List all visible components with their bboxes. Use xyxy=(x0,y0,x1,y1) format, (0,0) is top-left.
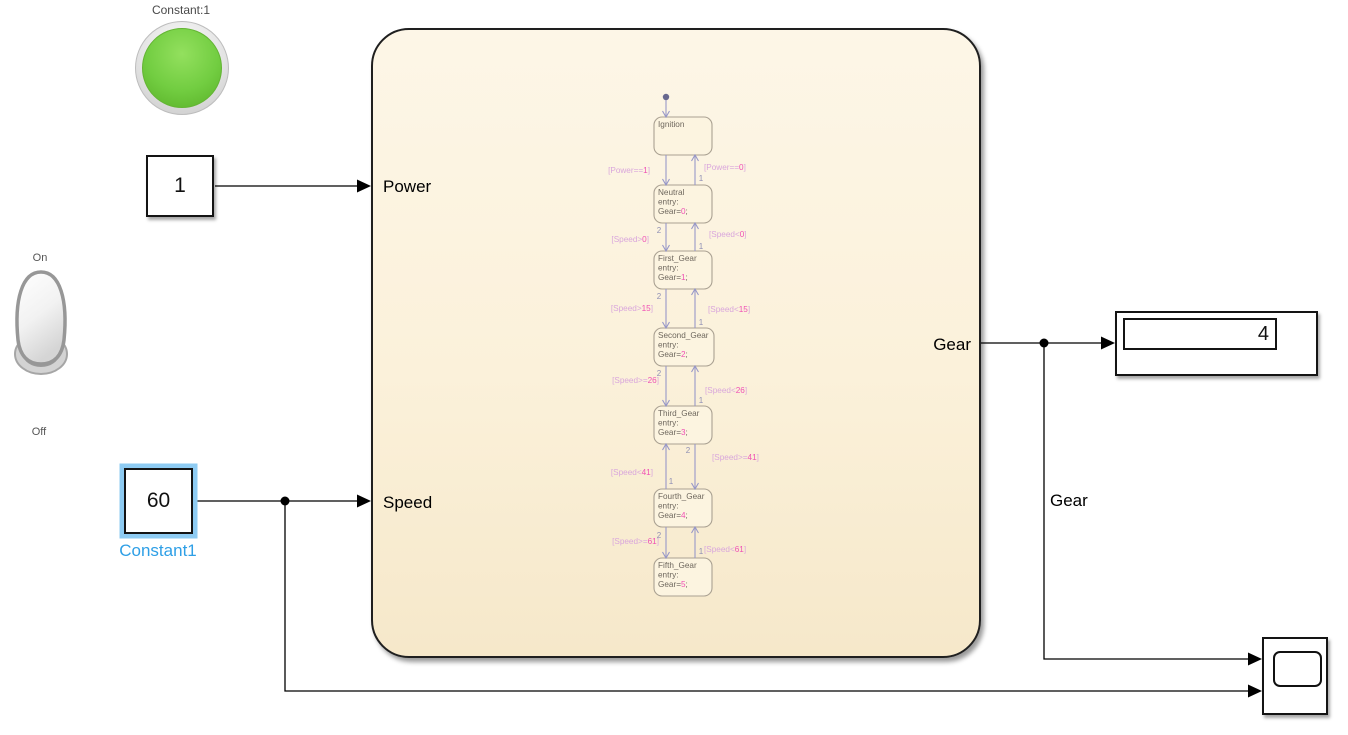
transition-order-badge: 2 xyxy=(657,226,662,235)
chart-input-port-speed: Speed xyxy=(383,493,433,512)
svg-text:Gear=2;: Gear=2; xyxy=(658,350,688,359)
chart-input-port-power: Power xyxy=(383,177,432,196)
transition-condition-label[interactable]: [Power==1] xyxy=(608,166,650,175)
svg-text:Gear=1;: Gear=1; xyxy=(658,273,688,282)
display-block[interactable]: 4 xyxy=(1115,311,1318,376)
transition-arrowhead xyxy=(691,364,699,373)
svg-text:entry:: entry: xyxy=(658,502,678,511)
transition-condition-label[interactable]: [Speed<0] xyxy=(709,230,747,239)
transition-arrowhead xyxy=(662,442,670,451)
transition-condition-label[interactable]: [Speed<61] xyxy=(704,545,746,554)
svg-text:Gear=0;: Gear=0; xyxy=(658,207,688,216)
transition-condition-label[interactable]: [Speed>=61] xyxy=(612,537,659,546)
transition-condition-label[interactable]: [Speed<15] xyxy=(708,305,750,314)
transition-arrowhead xyxy=(691,482,699,491)
svg-text:Gear=4;: Gear=4; xyxy=(658,511,688,520)
svg-text:Fourth_Gear: Fourth_Gear xyxy=(658,492,705,501)
lamp-indicator[interactable] xyxy=(135,21,229,115)
transition-arrowhead xyxy=(662,321,670,330)
svg-text:Gear=3;: Gear=3; xyxy=(658,428,688,437)
branch-dot-speed xyxy=(280,496,290,506)
arrowhead-speed-in xyxy=(357,494,371,508)
arrowhead-display-in xyxy=(1101,336,1115,350)
svg-text:Neutral: Neutral xyxy=(658,188,685,197)
transition-condition-label[interactable]: [Speed>15] xyxy=(611,304,653,313)
toggle-off-label: Off xyxy=(31,426,47,438)
transition-order-badge: 2 xyxy=(657,369,662,378)
svg-text:entry:: entry: xyxy=(658,264,678,273)
transition-arrowhead xyxy=(691,287,699,296)
state-ignition[interactable]: Ignition xyxy=(653,116,713,156)
transition-order-badge: 2 xyxy=(657,531,662,540)
constant-power-value: 1 xyxy=(174,174,186,197)
toggle-switch[interactable] xyxy=(12,266,70,382)
transition-order-badge: 1 xyxy=(699,242,704,251)
lamp-green-light xyxy=(142,28,222,108)
transition-order-badge: 1 xyxy=(699,318,704,327)
wire-speed-branch[interactable] xyxy=(284,501,1249,692)
svg-text:entry:: entry: xyxy=(658,419,678,428)
toggle-on-label: On xyxy=(32,252,48,264)
svg-text:Second_Gear: Second_Gear xyxy=(658,331,709,340)
transition-condition-label[interactable]: [Power==0] xyxy=(704,163,746,172)
gear-signal-label[interactable]: Gear xyxy=(1050,491,1088,510)
constant-block-speed[interactable]: 60 xyxy=(124,468,193,534)
transition-condition-label[interactable]: [Speed>=26] xyxy=(612,376,659,385)
transition-order-badge: 1 xyxy=(699,174,704,183)
svg-text:Fifth_Gear: Fifth_Gear xyxy=(658,561,697,570)
svg-text:entry:: entry: xyxy=(658,341,678,350)
constant-speed-value: 60 xyxy=(146,489,171,512)
transition-arrowhead xyxy=(691,525,699,534)
transition-order-badge: 1 xyxy=(699,547,704,556)
transition-condition-label[interactable]: [Speed>0] xyxy=(611,235,649,244)
constant-speed-name[interactable]: Constant1 xyxy=(119,541,197,560)
transition-arrowhead xyxy=(662,178,670,187)
transition-order-badge: 1 xyxy=(669,477,674,486)
toggle-handle[interactable] xyxy=(15,270,67,366)
stateflow-diagram: IgnitionNeutralentry:Gear=0;First_Gearen… xyxy=(608,93,759,597)
default-transition-arrowhead xyxy=(662,110,670,119)
transition-order-badge: 2 xyxy=(686,446,691,455)
scope-screen-icon xyxy=(1273,651,1322,687)
transition-order-badge: 1 xyxy=(699,396,704,405)
branch-dot-gear xyxy=(1039,338,1049,348)
wire-gear-branch[interactable] xyxy=(1043,343,1249,660)
svg-text:Gear=5;: Gear=5; xyxy=(658,580,688,589)
svg-text:entry:: entry: xyxy=(658,198,678,207)
transition-condition-label[interactable]: [Speed>=41] xyxy=(712,453,759,462)
svg-text:First_Gear: First_Gear xyxy=(658,254,697,263)
transition-arrowhead xyxy=(662,399,670,408)
chart-output-port-gear: Gear xyxy=(933,335,971,354)
constant-block-power[interactable]: 1 xyxy=(146,155,214,217)
transition-order-badge: 2 xyxy=(657,292,662,301)
transition-arrowhead xyxy=(662,244,670,253)
transition-arrowhead xyxy=(691,153,699,162)
default-transition-dot xyxy=(662,93,670,101)
transition-arrowhead xyxy=(691,221,699,230)
arrowhead-power-in xyxy=(357,179,371,193)
arrowhead-scope-in1 xyxy=(1248,652,1262,666)
transition-condition-label[interactable]: [Speed<41] xyxy=(611,468,653,477)
svg-text:Third_Gear: Third_Gear xyxy=(658,409,700,418)
svg-text:Ignition: Ignition xyxy=(658,120,685,129)
transition-arrowhead xyxy=(662,551,670,560)
lamp-label: Constant:1 xyxy=(151,3,211,17)
display-readout: 4 xyxy=(1123,318,1277,350)
transition-condition-label[interactable]: [Speed<26] xyxy=(705,386,747,395)
arrowhead-scope-in2 xyxy=(1248,684,1262,698)
scope-block[interactable] xyxy=(1262,637,1328,715)
svg-text:entry:: entry: xyxy=(658,571,678,580)
